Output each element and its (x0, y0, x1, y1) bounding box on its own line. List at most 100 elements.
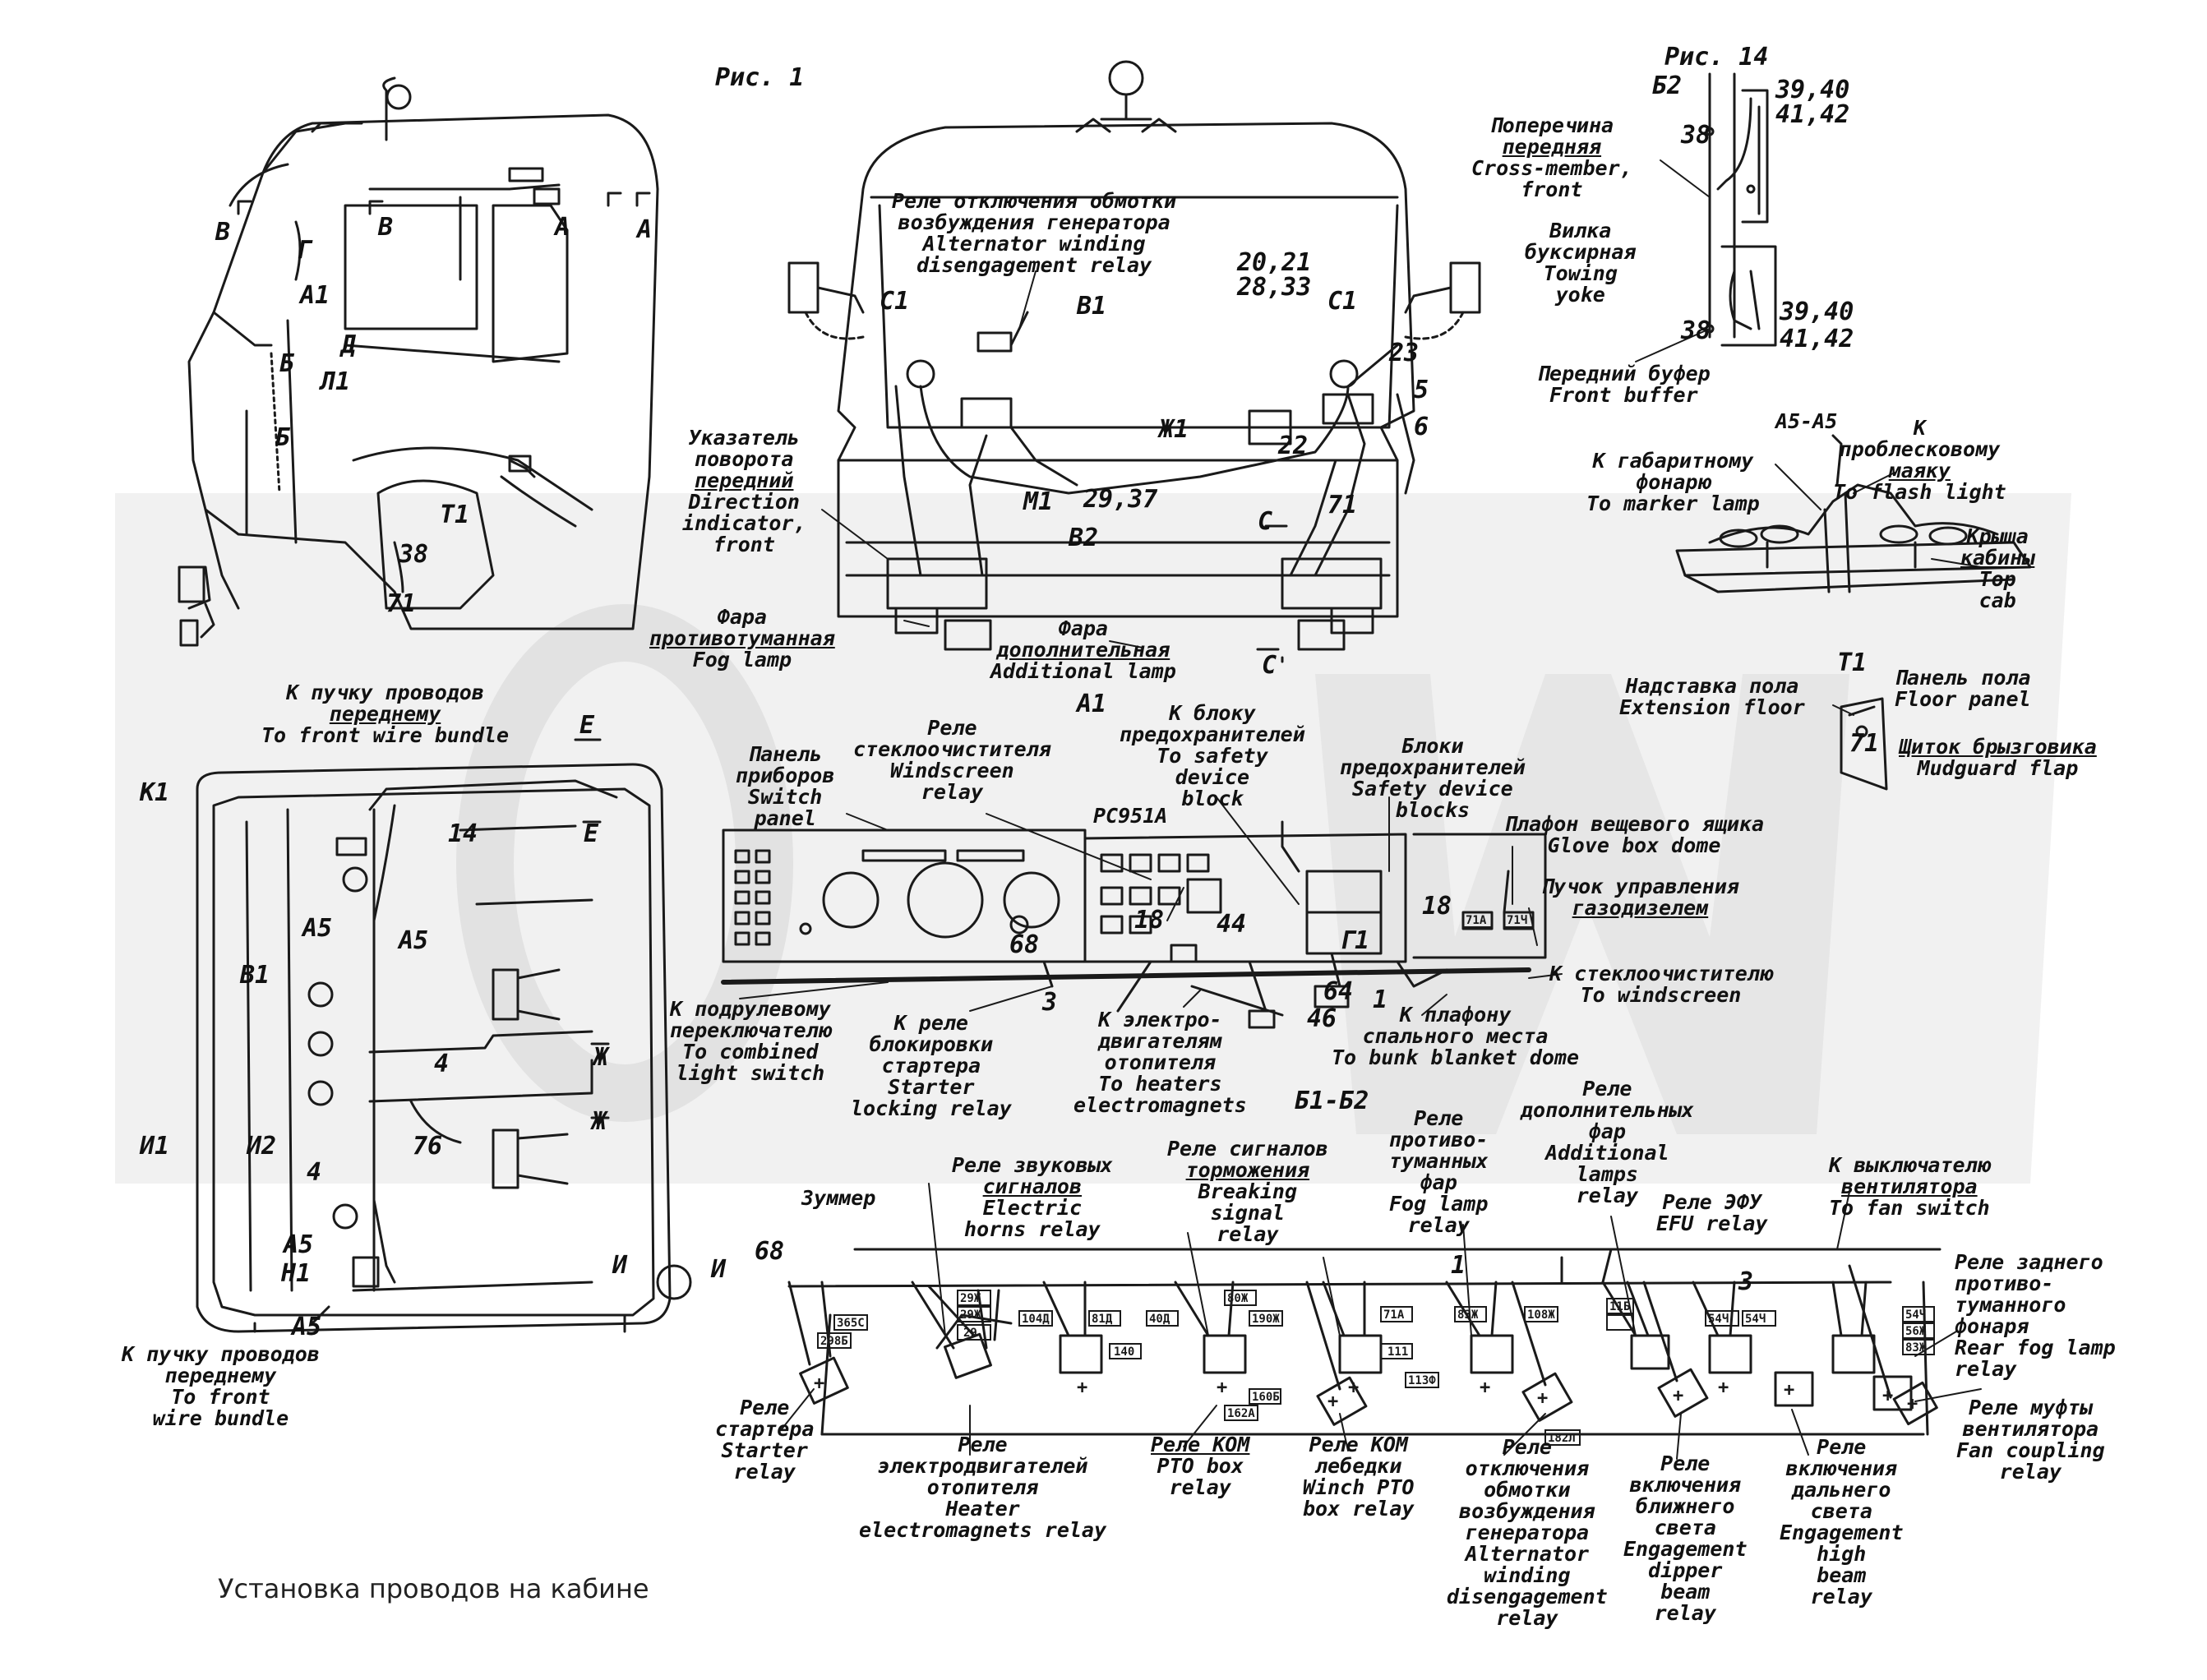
cab-rear-wall (196, 763, 692, 1333)
view-a1-title: А1 (1077, 690, 1107, 718)
instrument-panel (721, 820, 1547, 1029)
wire-tag: 113Ф (1408, 1374, 1436, 1387)
marker-num: 22 (1278, 432, 1309, 460)
figure-caption: Установка проводов на кабине (218, 1573, 649, 1604)
svg-text:+: + (1907, 1394, 1918, 1415)
marker-num: 38 (1681, 121, 1711, 150)
wire-tag: 83Ж (1905, 1341, 1927, 1355)
wire-tag: 71Ч (1507, 914, 1527, 927)
wire-tag: 160Б (1252, 1391, 1280, 1404)
marker-num: 18 (1422, 892, 1452, 921)
marker-g: Г (296, 236, 312, 265)
relay-plus-marks: +++ +++ +++ +++ (814, 1373, 1918, 1415)
marker-num: 23 (1389, 339, 1420, 367)
marker-c1: С1 (1327, 287, 1358, 316)
marker-b1-rear: В1 (240, 961, 270, 990)
marker-num: 39,40 (1775, 76, 1850, 104)
marker-g1: Г1 (1340, 926, 1370, 955)
marker-k1: К1 (140, 778, 170, 807)
wire-tag: 71А (1383, 1308, 1405, 1322)
marker-a5: А5 (302, 914, 333, 943)
svg-text:+: + (1784, 1380, 1794, 1401)
marker-a5: А5 (399, 926, 429, 955)
svg-text:+: + (1480, 1378, 1490, 1398)
marker-c: С (1262, 651, 1277, 680)
wire-tag: 81Д (1092, 1313, 1113, 1326)
wire-tag: 54Ч (1745, 1313, 1766, 1326)
buzzer-label: Зуммер (801, 1186, 876, 1210)
marker-num: 44 (1217, 910, 1247, 939)
marker-a5: А5 (292, 1313, 322, 1341)
wire-tag: 29Ж (960, 1292, 981, 1305)
marker-num: 46 (1307, 1004, 1337, 1033)
wire-tag: 298Б (820, 1335, 848, 1348)
marker-num: 41,42 (1780, 325, 1854, 353)
marker-num: 3 (1738, 1267, 1754, 1296)
svg-text:+: + (814, 1373, 824, 1394)
marker-i: И (612, 1251, 628, 1280)
marker-num: 4 (307, 1158, 322, 1187)
figure-title: Рис. 1 (715, 63, 805, 92)
wire-tag: 104Д (1022, 1313, 1050, 1326)
marker-i1: И1 (140, 1132, 170, 1161)
svg-text:+: + (1327, 1392, 1338, 1412)
section-t1-title: Т1 (1837, 648, 1868, 677)
marker-zh1: Ж1 (1159, 415, 1189, 444)
marker-v: В (378, 213, 394, 242)
relay-wires (787, 1248, 1892, 1399)
marker-num: 71 (1849, 729, 1880, 758)
wire-tag: 190Ж (1252, 1313, 1280, 1326)
wire-tag: 29Ж (960, 1308, 981, 1322)
relay-bodies (799, 1332, 1938, 1426)
marker-num: 18 (1134, 906, 1165, 935)
wire-tag: 40Д (1149, 1313, 1170, 1326)
crossmember-detail (1705, 72, 1777, 347)
wire-tag: 56Ж (1905, 1325, 1927, 1338)
marker-d: Д (341, 330, 357, 359)
wire-tag: 83Ж (1457, 1308, 1479, 1322)
marker-num: 68 (755, 1237, 785, 1266)
marker-a1: А1 (300, 281, 330, 310)
marker-num: 3 (1042, 988, 1058, 1017)
marker-num: 1 (1451, 1251, 1466, 1280)
marker-num: 14 (448, 819, 478, 848)
marker-num: 28,33 (1237, 273, 1312, 302)
marker-num: 20,21 (1237, 248, 1312, 277)
marker-b1: В1 (1077, 292, 1107, 321)
marker-num: 76 (413, 1132, 443, 1161)
marker-num: 5 (1414, 376, 1429, 404)
marker-v: В (215, 218, 231, 247)
marker-num: 39,40 (1780, 298, 1854, 326)
svg-text:+: + (1882, 1386, 1893, 1406)
wire-tag: 29 (963, 1327, 977, 1340)
wire-tag: 111 (1387, 1345, 1408, 1359)
marker-a5: А5 (284, 1230, 314, 1259)
marker-num: 6 (1414, 413, 1429, 441)
marker-b2: В2 (1069, 524, 1099, 552)
marker-e: Е (579, 711, 595, 740)
marker-a: А (555, 213, 570, 242)
relay-board (787, 1248, 1942, 1436)
